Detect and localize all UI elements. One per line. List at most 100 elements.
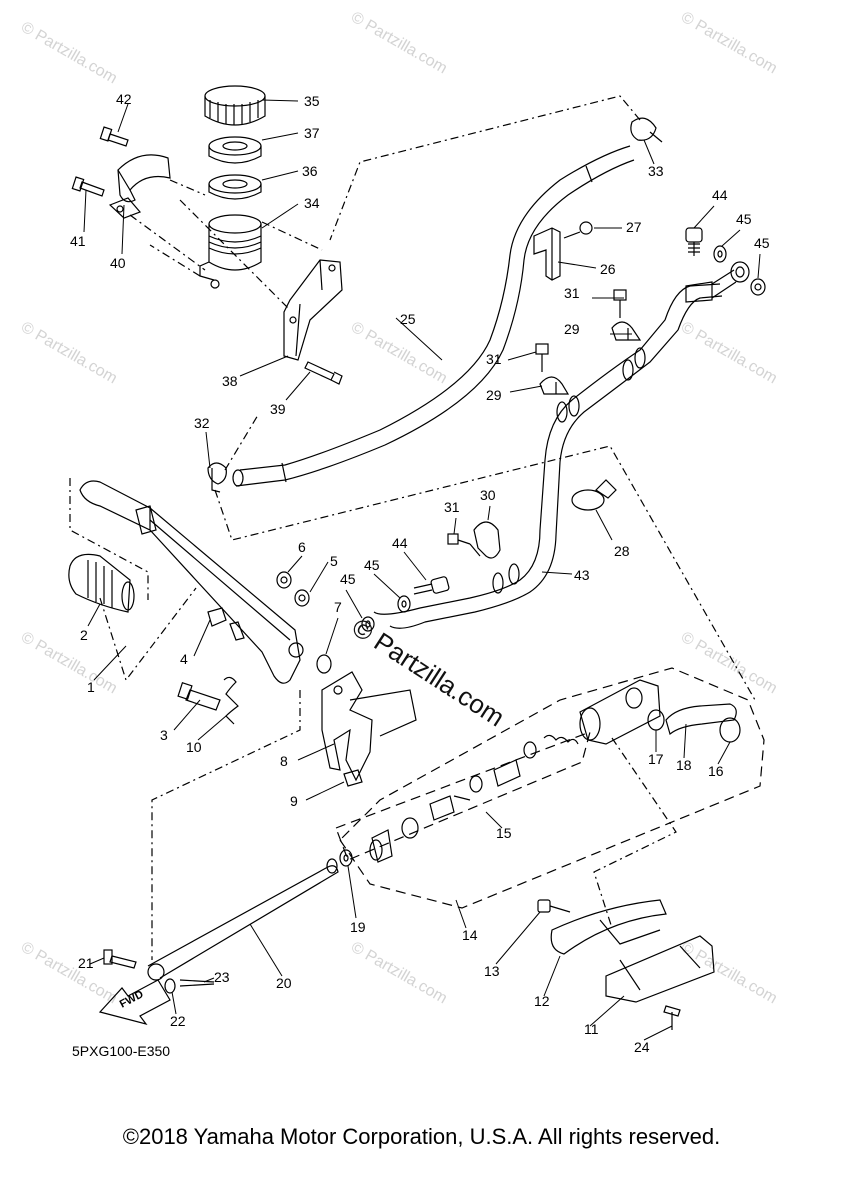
callout-45c: 45 <box>340 571 356 587</box>
bolt-13 <box>537 899 571 913</box>
callout-45d: 45 <box>364 557 380 573</box>
callout-22: 22 <box>170 1013 186 1029</box>
reservoir-plate <box>208 174 262 200</box>
brake-pedal <box>79 480 304 684</box>
watermark: © Partzilla.com <box>348 939 450 1008</box>
callout-5: 5 <box>330 553 338 569</box>
fwd-label: FWD <box>118 988 146 1010</box>
nut-4 <box>207 607 227 627</box>
watermark: © Partzilla.com <box>18 629 120 698</box>
callout-45b: 45 <box>754 235 770 251</box>
callout-10: 10 <box>186 739 202 755</box>
callout-30: 30 <box>480 487 496 503</box>
callout-41: 41 <box>70 233 86 249</box>
watermark: © Partzilla.com <box>678 629 780 698</box>
callout-28: 28 <box>614 543 630 559</box>
nut-9 <box>343 769 363 787</box>
callout-38: 38 <box>222 373 238 389</box>
circlip-16 <box>719 717 741 743</box>
pedal-bracket-8 <box>321 671 417 782</box>
clip-28 <box>571 479 617 511</box>
spring-10 <box>223 676 239 725</box>
callout-44: 44 <box>712 187 728 203</box>
bolt-24 <box>663 1005 681 1030</box>
callout-31b: 31 <box>486 351 502 367</box>
callout-13: 13 <box>484 963 500 979</box>
callout-44b: 44 <box>392 535 408 551</box>
reservoir-bracket <box>283 259 343 361</box>
callout-32: 32 <box>194 415 210 431</box>
callout-31: 31 <box>564 285 580 301</box>
callout-15: 15 <box>496 825 512 841</box>
clamp-30 <box>469 521 501 559</box>
nut-19 <box>339 849 353 867</box>
callout-4: 4 <box>180 651 188 667</box>
washer-22 <box>164 978 176 994</box>
watermark: © Partzilla.com <box>678 939 780 1008</box>
callout-21: 21 <box>78 955 94 971</box>
callout-12: 12 <box>534 993 550 1009</box>
clip-33 <box>630 117 663 143</box>
washer-17 <box>647 709 665 731</box>
hose-leader-lines <box>214 95 756 701</box>
callout-34: 34 <box>304 195 320 211</box>
callout-16: 16 <box>708 763 724 779</box>
washer-5 <box>294 589 310 607</box>
brake-hose-43 <box>373 261 750 629</box>
pin-21 <box>103 949 137 969</box>
bolt-39 <box>304 361 343 385</box>
banjo-bolt-44-low <box>413 576 450 595</box>
callout-8: 8 <box>280 753 288 769</box>
cover-12 <box>550 899 667 955</box>
banjo-bolt-44-top <box>685 227 703 256</box>
reservoir-leader-lines <box>129 179 323 311</box>
watermark: © Partzilla.com <box>678 319 780 388</box>
circlip-7 <box>316 654 332 674</box>
reservoir-diaphragm <box>208 136 262 164</box>
bolt-31-mid <box>535 343 549 372</box>
callout-23: 23 <box>214 969 230 985</box>
callout-3: 3 <box>160 727 168 743</box>
callout-7: 7 <box>334 599 342 615</box>
callout-29b: 29 <box>486 387 502 403</box>
copyright-footer: ©2018 Yamaha Motor Corporation, U.S.A. A… <box>122 1124 721 1149</box>
callout-25: 25 <box>400 311 416 327</box>
callout-24: 24 <box>634 1039 650 1055</box>
callout-1: 1 <box>87 679 95 695</box>
watermark: © Partzilla.com <box>18 19 120 88</box>
bolt-31-upper <box>613 289 627 318</box>
callout-20: 20 <box>276 975 292 991</box>
callout-17: 17 <box>648 751 664 767</box>
washer-45-top <box>713 245 766 296</box>
watermark: © Partzilla.com <box>678 9 780 78</box>
callout-leaders <box>83 99 761 1041</box>
mount-bracket-11 <box>605 935 715 1003</box>
assembly-14-boundary <box>339 667 765 909</box>
callout-18: 18 <box>676 757 692 773</box>
clamp-26 <box>533 227 561 281</box>
callout-29: 29 <box>564 321 580 337</box>
callout-42: 42 <box>116 91 132 107</box>
bolt-31-low <box>447 533 471 545</box>
callout-31c: 31 <box>444 499 460 515</box>
clamp-29-upper <box>611 321 642 341</box>
callout-37: 37 <box>304 125 320 141</box>
bracket-leader-lines <box>593 737 677 929</box>
bolt-41 <box>71 176 105 197</box>
callout-19: 19 <box>350 919 366 935</box>
watermark: © Partzilla.com <box>18 319 120 388</box>
watermark-layer: © Partzilla.com © Partzilla.com © Partzi… <box>18 9 780 1008</box>
washer-45-low <box>361 595 411 632</box>
callout-43: 43 <box>574 567 590 583</box>
rod-leader-lines <box>151 690 301 960</box>
brake-hose-25 <box>232 145 635 487</box>
watermark-center: © Partzilla.com <box>347 612 510 733</box>
callout-39: 39 <box>270 401 286 417</box>
pivot-bolt-3 <box>177 682 221 711</box>
reservoir-tank <box>199 214 262 289</box>
pedal-pad-2 <box>68 553 135 613</box>
callout-27: 27 <box>626 219 642 235</box>
assembly-15-boundary <box>335 731 591 861</box>
callout-45: 45 <box>736 211 752 227</box>
